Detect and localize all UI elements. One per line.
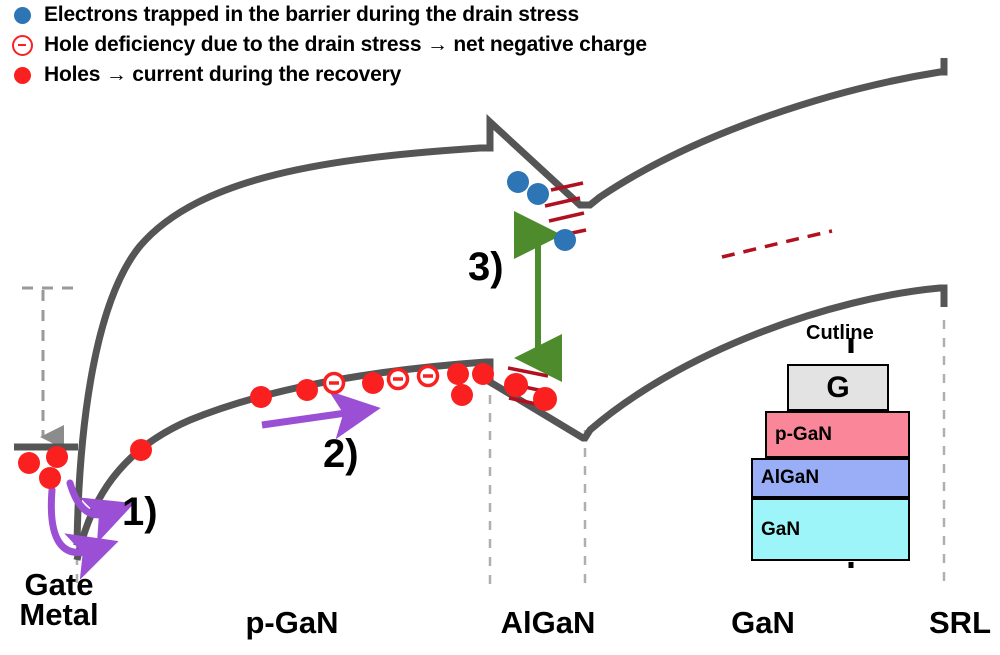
inset-layer-label: p-GaN — [775, 423, 832, 445]
inset-layer-p-gan: p-GaN — [765, 411, 910, 458]
inset-layer-gate: G — [787, 364, 889, 411]
legend-item-holes: Holes → current during the recovery — [0, 60, 1000, 90]
cutline-label: Cutline — [806, 322, 874, 344]
fermi-offset-indicator — [22, 286, 78, 449]
region-label-srl: SRL — [929, 605, 991, 640]
trapped-electrons — [507, 171, 576, 251]
region-label-gate-metal: Gate Metal — [0, 567, 118, 633]
blue-dot-icon — [0, 6, 44, 24]
step-label-1: 1) — [122, 490, 158, 534]
trap-level-gan — [721, 229, 833, 259]
legend-item-label: Hole deficiency due to the drain stress … — [44, 33, 647, 56]
holes-p-gan — [130, 363, 494, 461]
red-ring-minus-icon — [0, 34, 44, 56]
hole-deficiency-rings — [322, 364, 440, 395]
holes-algan-traps — [504, 373, 557, 411]
inset-layer-label: G — [826, 370, 850, 404]
conduction-band-curve — [73, 58, 948, 546]
holes-at-gate — [18, 446, 68, 489]
legend-item-label: Holes → current during the recovery — [44, 63, 402, 86]
legend-item-electrons: Electrons trapped in the barrier during … — [0, 0, 1000, 30]
hole-transport-arrow — [261, 390, 381, 440]
inset-layer-label: AlGaN — [761, 467, 820, 488]
inset-layer-label: GaN — [761, 518, 801, 540]
red-dot-icon — [0, 66, 44, 84]
region-label-algan: AlGaN — [500, 605, 596, 640]
region-label-p-gan: p-GaN — [245, 605, 339, 640]
step-label-3: 3) — [468, 245, 504, 289]
region-label-gan: GaN — [731, 605, 795, 640]
hole-injection-arrows — [47, 479, 135, 580]
region-label-line1: Gate — [24, 567, 94, 602]
legend-item-label: Electrons trapped in the barrier during … — [44, 3, 579, 26]
legend: Electrons trapped in the barrier during … — [0, 0, 1000, 90]
legend-item-hole-deficiency: Hole deficiency due to the drain stress … — [0, 30, 1000, 60]
inset-layer-algan: AlGaN — [751, 458, 910, 498]
step-label-2: 2) — [323, 432, 359, 476]
inset-layer-gan: GaN — [751, 498, 910, 561]
region-label-line2: Metal — [19, 597, 99, 633]
